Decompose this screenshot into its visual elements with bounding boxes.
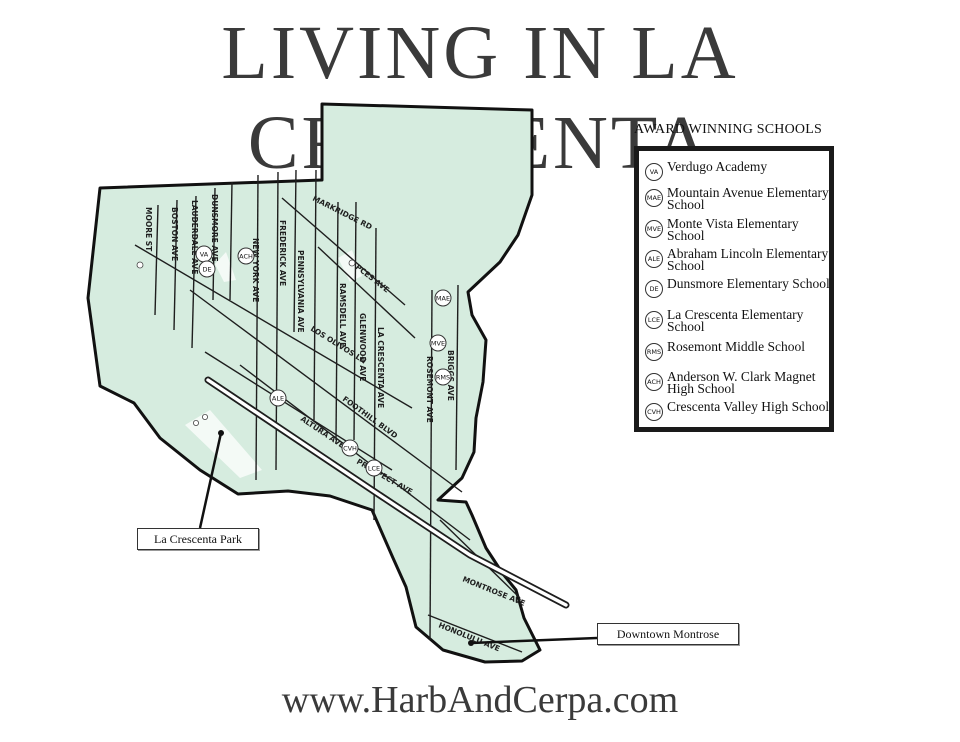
street-label-la-crescenta: LA CRESCENTA AVE: [376, 327, 385, 408]
svg-text:ACH: ACH: [239, 252, 253, 260]
montrose-leader-line: [470, 636, 598, 645]
website-url[interactable]: www.HarbAndCerpa.com: [281, 679, 679, 721]
park-area: [185, 410, 262, 478]
tree-icon: [348, 259, 356, 267]
school-marker-rms: RMS: [434, 368, 452, 386]
legend-label: Crescenta Valley High School: [667, 399, 830, 414]
school-marker-cvh: CVH: [341, 439, 359, 457]
school-marker-va: VA: [195, 245, 213, 263]
svg-text:DE: DE: [202, 265, 211, 273]
legend-label: Dunsmore Elementary School: [667, 276, 830, 291]
legend-heading: AWARD WINNING SCHOOLS: [634, 122, 822, 137]
legend-label: Rosemont Middle School: [667, 339, 805, 354]
legend-item-de: DE Dunsmore Elementary School: [645, 276, 830, 308]
street-label-lauderdale: LAUDERDALE AVE: [190, 200, 199, 274]
street-label-moore: MOORE ST: [144, 207, 153, 252]
street-label-boston: BOSTON AVE: [170, 207, 179, 261]
svg-text:MAE: MAE: [436, 294, 450, 302]
legend-label: Verdugo Academy: [667, 159, 768, 174]
svg-text:RMS: RMS: [436, 373, 450, 381]
svg-text:ALE: ALE: [272, 394, 284, 402]
legend-item-cvh: CVH Crescenta Valley High School: [645, 399, 830, 431]
legend-item-rms: RMS Rosemont Middle School: [645, 339, 830, 371]
legend-label: Abraham Lincoln Elementary School: [667, 246, 829, 273]
park-leader-line: [198, 432, 223, 529]
school-marker-mve: MVE: [429, 334, 447, 352]
legend-item-va: VA Verdugo Academy: [645, 159, 830, 191]
la-crescenta-park-callout: La Crescenta Park: [137, 528, 259, 550]
street-label-ramsdell: RAMSDELL AVE: [338, 283, 347, 347]
legend-badge: MAE: [645, 189, 663, 207]
legend-badge: VA: [645, 163, 663, 181]
legend-badge: DE: [645, 280, 663, 298]
school-marker-ach: ACH: [237, 247, 255, 265]
svg-text:LCE: LCE: [368, 464, 380, 472]
legend-badge: MVE: [645, 220, 663, 238]
street-label-dunsmore: DUNSMORE AVE: [210, 194, 219, 262]
street-label-glenwood: GLENWOOD AVE: [358, 313, 367, 381]
school-marker-mae: MAE: [434, 289, 452, 307]
street-label-new-york: NEW YORK AVE: [251, 238, 260, 302]
tree-icon: [136, 261, 144, 269]
school-marker-ale: ALE: [269, 389, 287, 407]
legend-badge: ALE: [645, 250, 663, 268]
legend-label: Anderson W. Clark Magnet High School: [667, 369, 816, 396]
svg-text:CVH: CVH: [343, 444, 357, 452]
street-label-pennsylvania: PENNSYLVANIA AVE: [296, 250, 305, 333]
street-label-frederick: FREDERICK AVE: [278, 220, 287, 286]
downtown-montrose-callout: Downtown Montrose: [597, 623, 739, 645]
legend-badge: RMS: [645, 343, 663, 361]
svg-text:VA: VA: [200, 250, 209, 258]
legend-badge: CVH: [645, 403, 663, 421]
school-marker-lce: LCE: [365, 459, 383, 477]
tree-icon: [192, 419, 199, 426]
legend-label: Mountain Avenue Elementary School: [667, 185, 829, 212]
tree-icon: [201, 413, 208, 420]
svg-text:MVE: MVE: [431, 339, 445, 347]
street-label-rosemont: ROSEMONT AVE: [425, 356, 434, 423]
legend-badge: LCE: [645, 311, 663, 329]
legend-label: Monte Vista Elementary School: [667, 216, 799, 243]
legend-badge: ACH: [645, 373, 663, 391]
street-grid: [134, 169, 523, 653]
school-marker-de: DE: [198, 260, 216, 278]
legend-label: La Crescenta Elementary School: [667, 307, 804, 334]
